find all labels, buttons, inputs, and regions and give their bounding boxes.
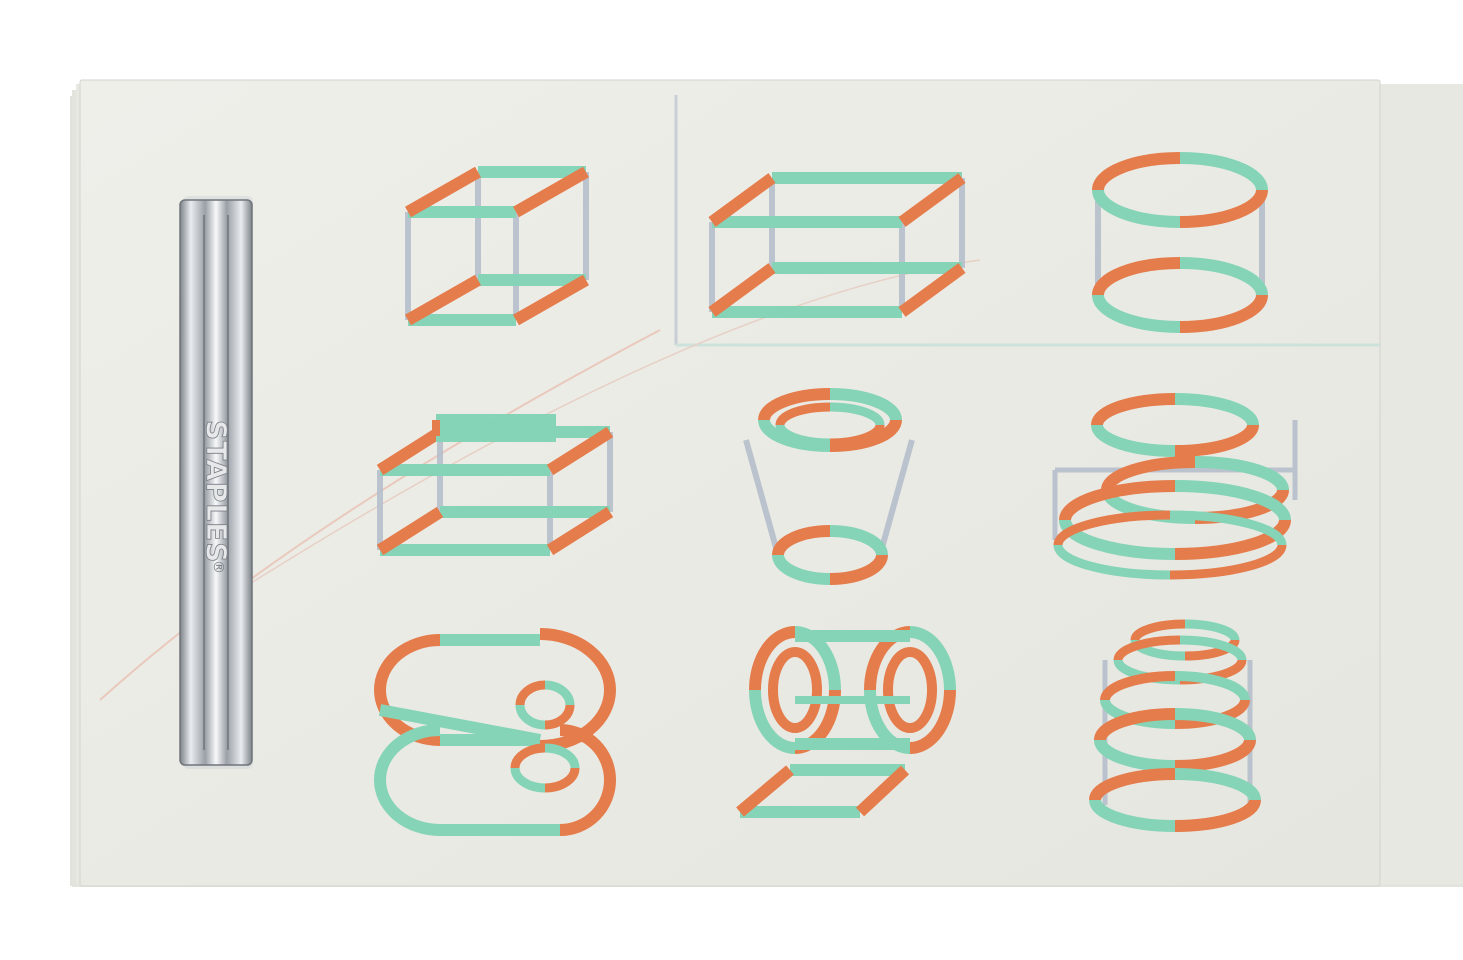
sketch-long-box bbox=[708, 172, 966, 318]
sketch-rounded-slot-block bbox=[374, 628, 616, 836]
staples-clip: STAPLES ® bbox=[179, 196, 253, 769]
sketch-tube-in-cylinder bbox=[743, 388, 915, 585]
clip-brand-text: STAPLES bbox=[200, 420, 233, 563]
underlay-lines bbox=[99, 95, 1380, 701]
metal-fastener-clip-icon bbox=[179, 199, 253, 766]
sketch-cube bbox=[405, 166, 589, 326]
sketch-stacked-rings bbox=[1052, 393, 1298, 580]
sketch-ring-stack-tower bbox=[1089, 619, 1261, 832]
clip-registered-mark: ® bbox=[210, 560, 226, 574]
shape-drawings bbox=[374, 152, 1298, 836]
sketch-spool-on-base bbox=[736, 626, 956, 818]
sketch-box-with-top-slab bbox=[376, 414, 614, 556]
sketch-cylinder bbox=[1092, 152, 1268, 333]
